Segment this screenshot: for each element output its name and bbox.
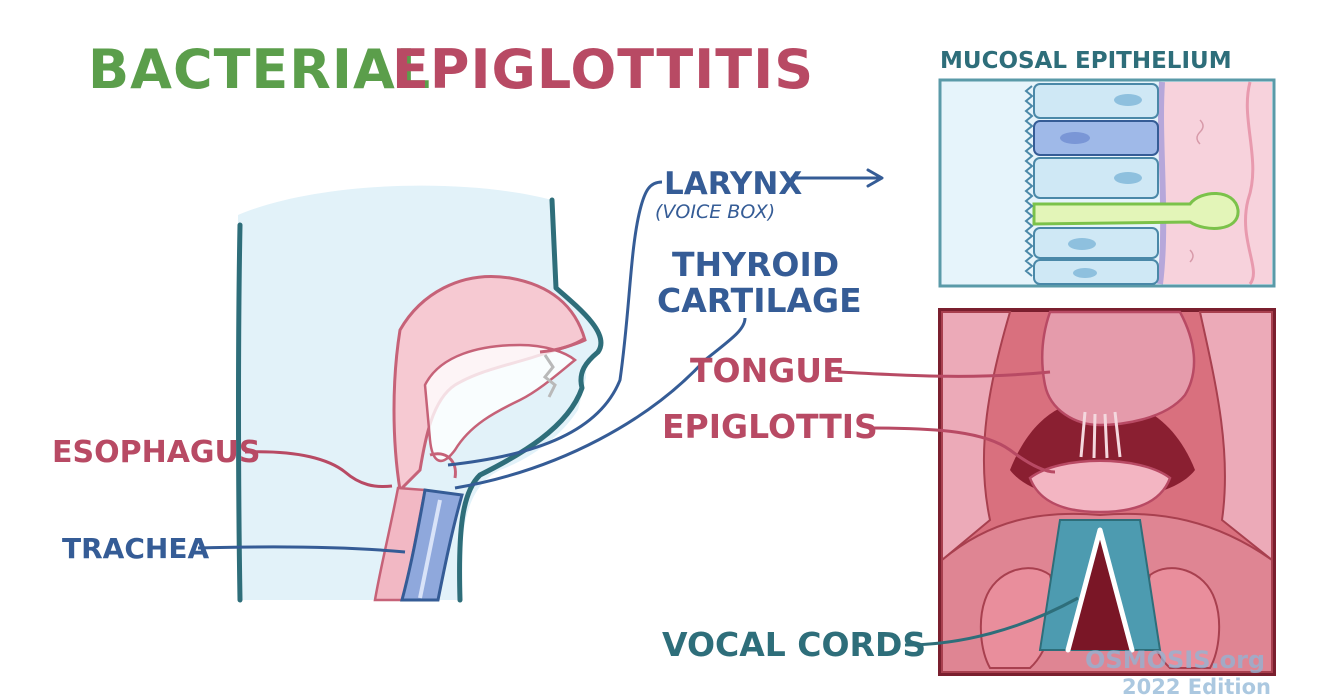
tissue-edge [1244, 81, 1255, 285]
label-epiglottis: EPIGLOTTIS [662, 407, 878, 446]
submucosa-layer [1160, 82, 1272, 284]
thyroid-leader [454, 317, 747, 490]
nucleus-1 [1114, 94, 1142, 106]
goblet-cell [1032, 191, 1240, 230]
label-cartilage: CARTILAGE [657, 281, 862, 320]
nucleus-4 [1068, 238, 1096, 250]
label-vocal-cords: VOCAL CORDS [662, 625, 926, 664]
basement-membrane [1157, 81, 1167, 285]
label-esophagus: ESOPHAGUS [52, 435, 261, 470]
tongue-leader [837, 370, 1051, 378]
epiglottis-flap [429, 452, 457, 479]
teeth [542, 354, 557, 398]
face-outline [457, 197, 604, 603]
tongue-base [1041, 310, 1196, 427]
cell-1 [1033, 83, 1159, 119]
back-of-neck-outline [236, 222, 243, 603]
title-epiglottitis: EPIGLOTTITIS [392, 38, 814, 101]
label-tongue: TONGUE [690, 351, 845, 390]
vocal-cords-leader [904, 596, 1079, 647]
cell-3 [1033, 157, 1159, 199]
trachea-leader [197, 545, 406, 554]
label-larynx: LARYNX [664, 166, 802, 202]
label-trachea: TRACHEA [62, 532, 209, 565]
mucosal-title: MUCOSAL EPITHELIUM [940, 48, 1232, 74]
glossoepiglottic-folds [1079, 411, 1122, 459]
laryngoscopic-inset [938, 308, 1276, 676]
watermark-brand: OSMOSIS.org [1085, 646, 1265, 674]
epiglottis-swollen [1028, 459, 1172, 514]
nucleus-2 [1060, 132, 1090, 144]
upper-lip [539, 336, 586, 354]
cell-4 [1033, 227, 1159, 259]
mucosal-inset [938, 78, 1276, 288]
title-bacterial: BACTERIAL [88, 38, 431, 101]
right-wall [1198, 311, 1273, 563]
epiglottis-leader [871, 426, 1056, 474]
cell-2 [1033, 120, 1159, 156]
glottis [1070, 530, 1130, 650]
esophagus-leader [244, 450, 393, 489]
watermark-edition: 2022 Edition [1122, 675, 1271, 699]
label-thyroid: THYROID [672, 245, 839, 284]
cilia [1024, 85, 1034, 277]
nucleus-5 [1073, 268, 1097, 278]
label-voice-box: (VOICE BOX) [655, 201, 775, 223]
larynx-arrow [790, 168, 884, 188]
head-cross-section [236, 185, 604, 603]
trachea-highlight [418, 499, 442, 599]
larynx-leader [447, 180, 663, 467]
true-vocal-cords [1065, 527, 1135, 653]
nucleus-3 [1114, 172, 1142, 184]
